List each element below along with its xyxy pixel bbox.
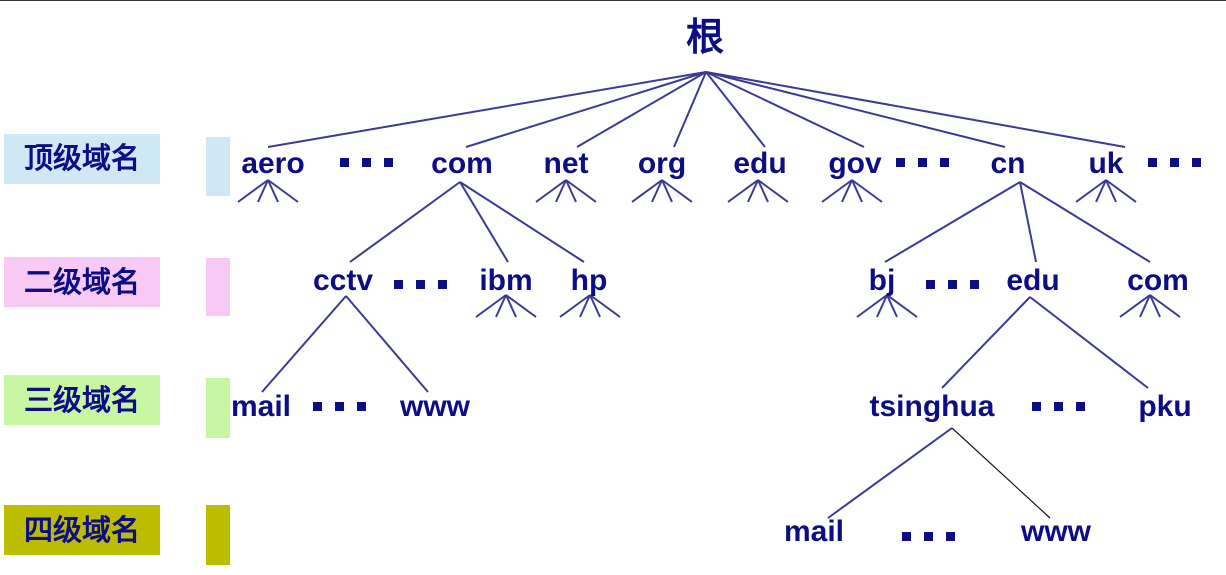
- node-pku: pku: [1138, 390, 1191, 423]
- edge-root-aero: [267, 71, 707, 148]
- edge-com-ibm: [459, 181, 509, 263]
- node-tsinghua: tsinghua: [870, 390, 995, 423]
- level-1-label: 顶级域名: [24, 141, 140, 175]
- node-cn-edu: edu: [1006, 264, 1059, 297]
- level-4-marker: [206, 505, 230, 565]
- node-aero: aero: [241, 147, 304, 180]
- ellipsis-tsinghua-pku: [1032, 402, 1085, 411]
- node-hp: hp: [571, 264, 608, 297]
- ellipsis-aero-com: [340, 158, 393, 167]
- edge-com-cctv: [349, 181, 461, 263]
- fan-aero: [237, 179, 299, 203]
- node-net: net: [544, 147, 589, 180]
- level-2-marker: [206, 258, 230, 316]
- level-4-label-box: [4, 505, 160, 555]
- fan-uk: [1075, 179, 1137, 203]
- fan-hp: [559, 294, 621, 318]
- node-cctv: cctv: [313, 264, 373, 297]
- node-com: com: [431, 147, 493, 180]
- ellipsis-mail-www: [313, 402, 366, 411]
- ellipsis-bj-edu: [926, 280, 979, 289]
- edge-root-com: [465, 71, 707, 148]
- node-ibm: ibm: [479, 264, 532, 297]
- ellipsis-markers: [313, 158, 1201, 541]
- edge-edu-tsinghua: [941, 296, 1031, 389]
- node-labels: 根 aero com net org edu gov cn uk cctv ib…: [231, 15, 1192, 548]
- edge-root-org: [673, 71, 707, 148]
- level-1-marker: [206, 137, 230, 196]
- ellipsis-cctv-ibm: [394, 280, 447, 289]
- edge-root-net: [576, 71, 707, 148]
- fan-edu: [727, 179, 789, 203]
- ellipsis-after-uk: [1148, 158, 1201, 167]
- edge-tsinghua-www: [951, 427, 1051, 519]
- node-uk: uk: [1088, 147, 1123, 180]
- node-cn-com: com: [1127, 264, 1189, 297]
- ellipsis-gov-cn: [896, 158, 949, 167]
- level-4-row: 四级域名: [4, 505, 230, 565]
- edge-root-edu: [705, 71, 766, 148]
- level-1-row: 顶级域名: [4, 134, 230, 196]
- edge-root-cn: [705, 71, 1006, 148]
- edge-cn-com: [1019, 181, 1151, 263]
- level-3-marker: [206, 378, 230, 438]
- edge-cctv-www: [345, 295, 429, 393]
- node-gov: gov: [828, 147, 882, 180]
- level-4-label: 四级域名: [24, 513, 140, 547]
- node-cctv-www: www: [399, 390, 471, 423]
- edge-tsinghua-mail: [827, 427, 953, 519]
- level-legend: 顶级域名 二级域名 三级域名 四级域名: [4, 134, 230, 565]
- node-tsinghua-mail: mail: [784, 515, 844, 548]
- fan-ibm: [475, 294, 537, 318]
- subtree-fans: [237, 179, 1181, 318]
- node-cctv-mail: mail: [231, 390, 291, 423]
- edge-root-uk: [705, 71, 1126, 148]
- ellipsis-tsinghua-mail-www: [902, 532, 955, 541]
- edge-cn-edu: [1019, 181, 1037, 263]
- level-3-label-box: [4, 375, 160, 425]
- node-root: 根: [686, 15, 724, 59]
- node-tsinghua-www: www: [1020, 515, 1092, 548]
- node-org: org: [638, 147, 686, 180]
- node-edu: edu: [733, 147, 786, 180]
- tree-edges: [261, 71, 1151, 519]
- fan-net: [535, 179, 597, 203]
- fan-org: [631, 179, 693, 203]
- fan-bj: [856, 294, 918, 318]
- edge-edu-pku: [1029, 296, 1149, 389]
- level-3-row: 三级域名: [4, 375, 230, 438]
- level-2-row: 二级域名: [4, 257, 230, 316]
- edge-cctv-mail: [261, 295, 347, 393]
- fan-cn-com: [1119, 294, 1181, 318]
- edge-root-gov: [705, 71, 865, 148]
- level-1-label-box: [4, 134, 160, 184]
- level-2-label-box: [4, 257, 160, 307]
- node-cn: cn: [990, 147, 1025, 180]
- level-2-label: 二级域名: [24, 265, 140, 299]
- edge-com-hp: [459, 181, 585, 263]
- node-bj: bj: [869, 264, 896, 297]
- level-3-label: 三级域名: [24, 383, 140, 417]
- fan-gov: [821, 179, 883, 203]
- edge-cn-bj: [884, 181, 1021, 263]
